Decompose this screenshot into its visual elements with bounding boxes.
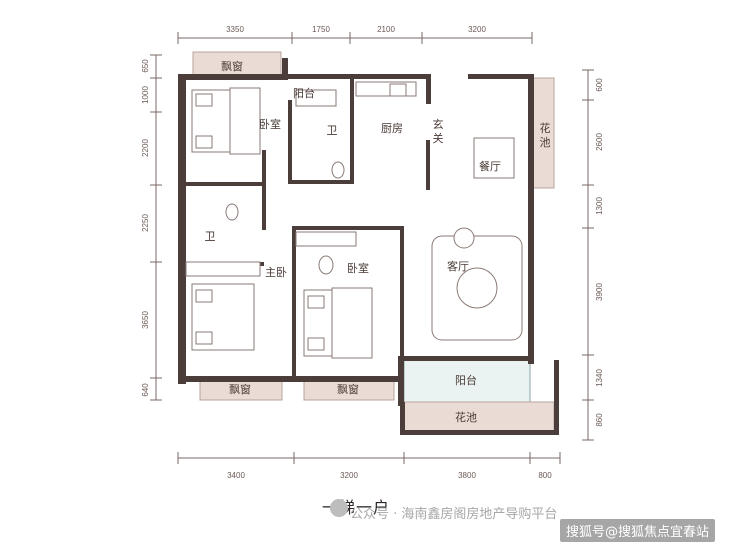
label-living: 客厅 [447,259,469,273]
dim-right-6: 860 [595,413,604,427]
bay-window-top [192,51,282,77]
dim-right-5: 1340 [595,369,604,387]
dim-right-1: 600 [595,78,604,92]
balcony-large [403,359,531,403]
wechat-icon [330,499,348,517]
label-bedroom-nw: 卧室 [259,117,281,131]
dim-right-3: 1300 [595,197,604,215]
label-balcony-large: 阳台 [455,373,477,387]
label-bay-window-top: 飘窗 [221,59,243,73]
label-bay-window-s: 飘窗 [337,382,359,396]
watermark: 公众号 · 海南鑫房阁房地产导购平台 [350,507,558,522]
label-bedroom-middle: 卧室 [347,261,369,275]
dimension-bottom: 3400 3200 3800 800 [177,452,561,480]
label-flower-bed-east-2: 池 [540,136,551,149]
dim-bottom-3: 3800 [458,471,476,480]
dim-left-4: 2250 [141,214,150,232]
dim-top-3: 2100 [377,25,395,34]
dim-bottom-2: 3200 [340,471,358,480]
dimension-top: 3350 1750 2100 3200 [177,25,533,44]
dim-left-5: 3650 [141,311,150,329]
label-flower-bed-east-1: 花 [540,122,551,135]
dim-right-4: 3900 [595,283,604,301]
dim-top-2: 1750 [312,25,330,34]
label-master-bedroom: 主卧 [265,266,287,279]
label-entrance-1: 玄 [433,117,444,131]
label-entrance-2: 关 [433,131,444,145]
label-bath-lower: 卫 [205,230,216,243]
dim-bottom-1: 3400 [227,471,245,480]
dim-top-1: 3350 [226,25,244,34]
dim-left-2: 1000 [141,86,150,104]
label-bay-window-sw: 飘窗 [229,382,251,396]
label-bath-upper: 卫 [327,124,338,137]
flower-bed-south [403,401,555,433]
dimension-right: 600 2600 1300 3900 1340 860 [582,69,604,441]
label-kitchen: 厨房 [381,122,403,135]
source-badge: 搜狐号@搜狐焦点宜春站 [560,519,716,542]
dim-right-2: 2600 [595,133,604,151]
dim-top-4: 3200 [468,25,486,34]
dim-left-6: 640 [141,383,150,397]
label-balcony-small: 阳台 [293,86,315,100]
dim-left-3: 2200 [141,139,150,157]
room-labels: 飘窗 阳台 卧室 卫 厨房 玄 关 花 池 餐厅 卫 主卧 卧室 客厅 阳台 花… [205,59,551,424]
label-dining: 餐厅 [479,159,501,173]
dimension-left: 650 1000 2200 2250 3650 640 [141,54,162,401]
dim-bottom-4: 800 [538,471,552,480]
label-flower-bed-south: 花池 [455,411,477,424]
dim-left-1: 650 [141,59,150,73]
furniture [185,81,523,359]
